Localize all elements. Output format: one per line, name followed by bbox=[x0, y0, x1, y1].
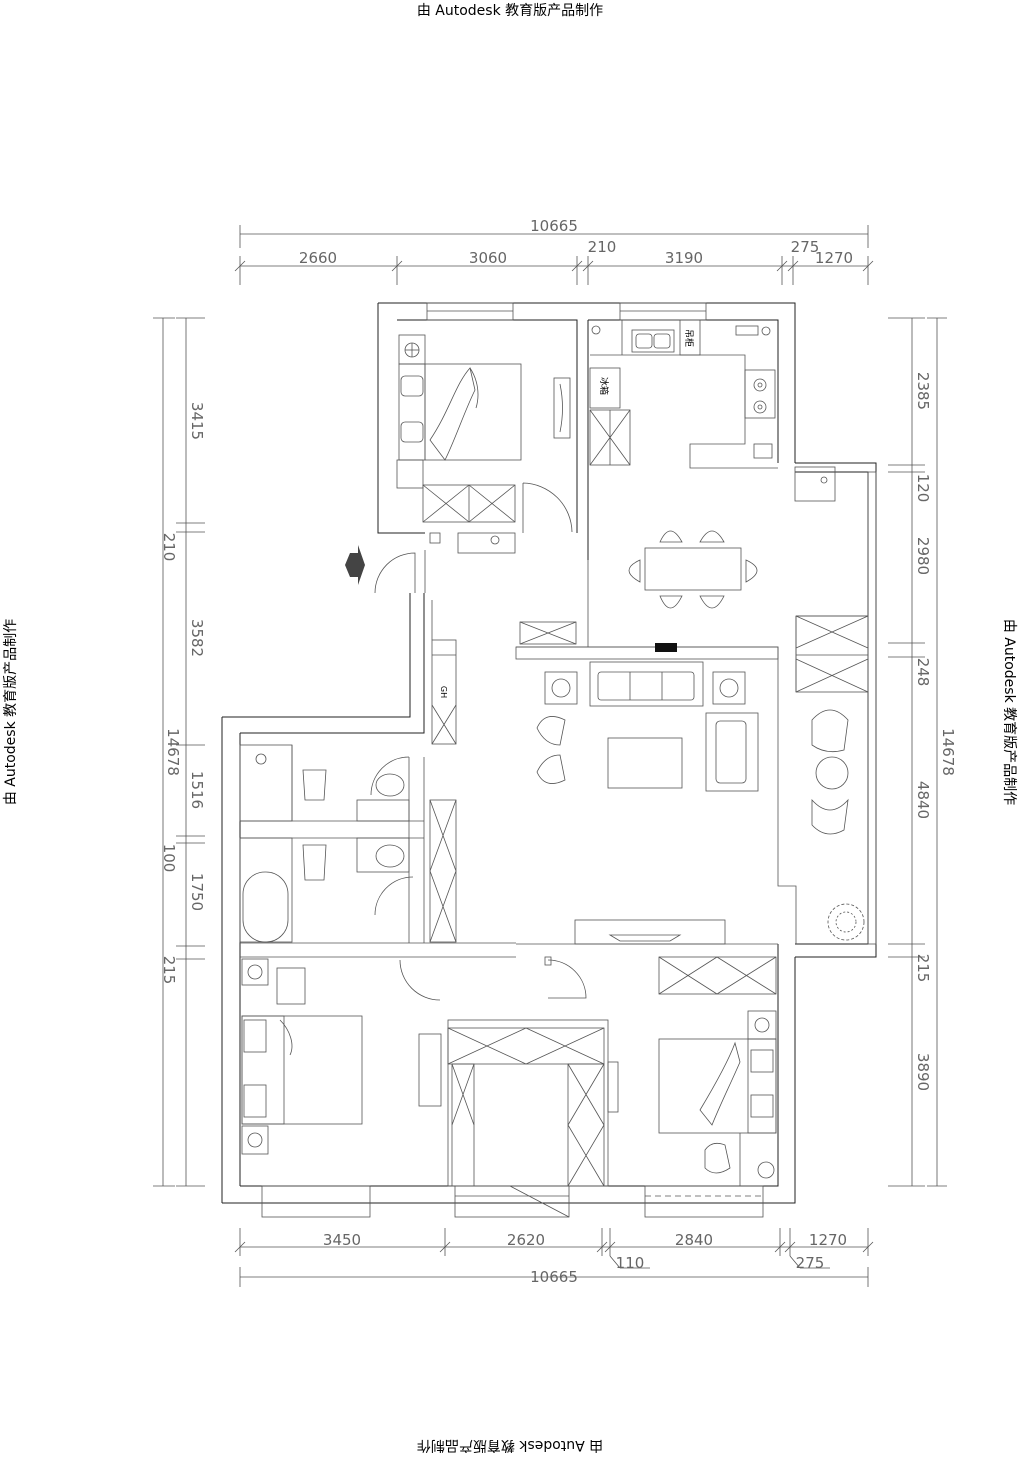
left-dimensions: 14678 3415 210 3582 1516 100 1750 215 bbox=[153, 317, 206, 1187]
dim-right-3: 2980 bbox=[914, 537, 932, 575]
dim-left-3: 3582 bbox=[188, 619, 206, 657]
dim-right-2: 120 bbox=[914, 474, 932, 503]
bedroom-bottom-left bbox=[241, 958, 442, 1155]
dim-top-5: 275 bbox=[791, 238, 820, 256]
entrance-arrow-icon bbox=[345, 545, 365, 585]
label-cabinet-c: GH bbox=[439, 686, 448, 698]
dim-bottom-1: 3450 bbox=[323, 1231, 361, 1249]
dim-top-6: 1270 bbox=[815, 249, 853, 267]
dim-left-4: 1516 bbox=[188, 771, 206, 809]
dim-top-1: 2660 bbox=[299, 249, 337, 267]
dim-bottom-3: 2840 bbox=[675, 1231, 713, 1249]
dim-right-1: 2385 bbox=[914, 372, 932, 410]
dim-top-total: 10665 bbox=[530, 217, 578, 235]
windows bbox=[261, 302, 764, 1218]
dim-bottom-2: 2620 bbox=[507, 1231, 545, 1249]
dim-left-7: 215 bbox=[160, 956, 178, 985]
dim-right-5: 4840 bbox=[914, 781, 932, 819]
dim-left-2: 210 bbox=[160, 533, 178, 562]
center-closet bbox=[447, 956, 619, 1187]
dim-right-total: 14678 bbox=[939, 728, 957, 776]
dining-set bbox=[628, 530, 758, 609]
label-cabinet-b: 冰箱 bbox=[598, 377, 610, 395]
bedroom-top bbox=[396, 334, 573, 554]
dim-bottom-small-2: 275 bbox=[796, 1254, 825, 1272]
living-room bbox=[515, 560, 869, 945]
dim-left-6: 1750 bbox=[188, 873, 206, 911]
bottom-dimensions: 3450 2620 2840 1270 110 275 10665 bbox=[234, 1228, 874, 1287]
label-cabinet-a: 吊柜 bbox=[683, 329, 695, 347]
dim-bottom-total: 10665 bbox=[530, 1268, 578, 1286]
dim-top-4: 3190 bbox=[665, 249, 703, 267]
outer-walls bbox=[221, 302, 877, 1204]
dim-left-5: 100 bbox=[160, 844, 178, 873]
dim-left-total: 14678 bbox=[164, 728, 182, 776]
dim-bottom-4: 1270 bbox=[809, 1231, 847, 1249]
watermark-top: 由 Autodesk 教育版产品制作 bbox=[416, 3, 604, 19]
top-dimensions: 10665 2660 3060 210 3190 275 1270 bbox=[234, 217, 874, 285]
bathrooms bbox=[239, 744, 516, 958]
dim-top-2: 3060 bbox=[469, 249, 507, 267]
entrance: GH bbox=[345, 545, 457, 745]
dim-bottom-small-1: 110 bbox=[616, 1254, 645, 1272]
dim-right-6: 215 bbox=[914, 954, 932, 983]
dim-top-3: 210 bbox=[588, 238, 617, 256]
right-dimensions: 2385 120 2980 248 4840 215 3890 14678 bbox=[888, 317, 957, 1187]
kitchen: 吊柜 冰箱 bbox=[589, 319, 836, 502]
bedroom-bottom-right bbox=[658, 956, 777, 1186]
dim-right-7: 3890 bbox=[914, 1053, 932, 1091]
dim-right-4: 248 bbox=[914, 658, 932, 687]
dim-left-1: 3415 bbox=[188, 402, 206, 440]
